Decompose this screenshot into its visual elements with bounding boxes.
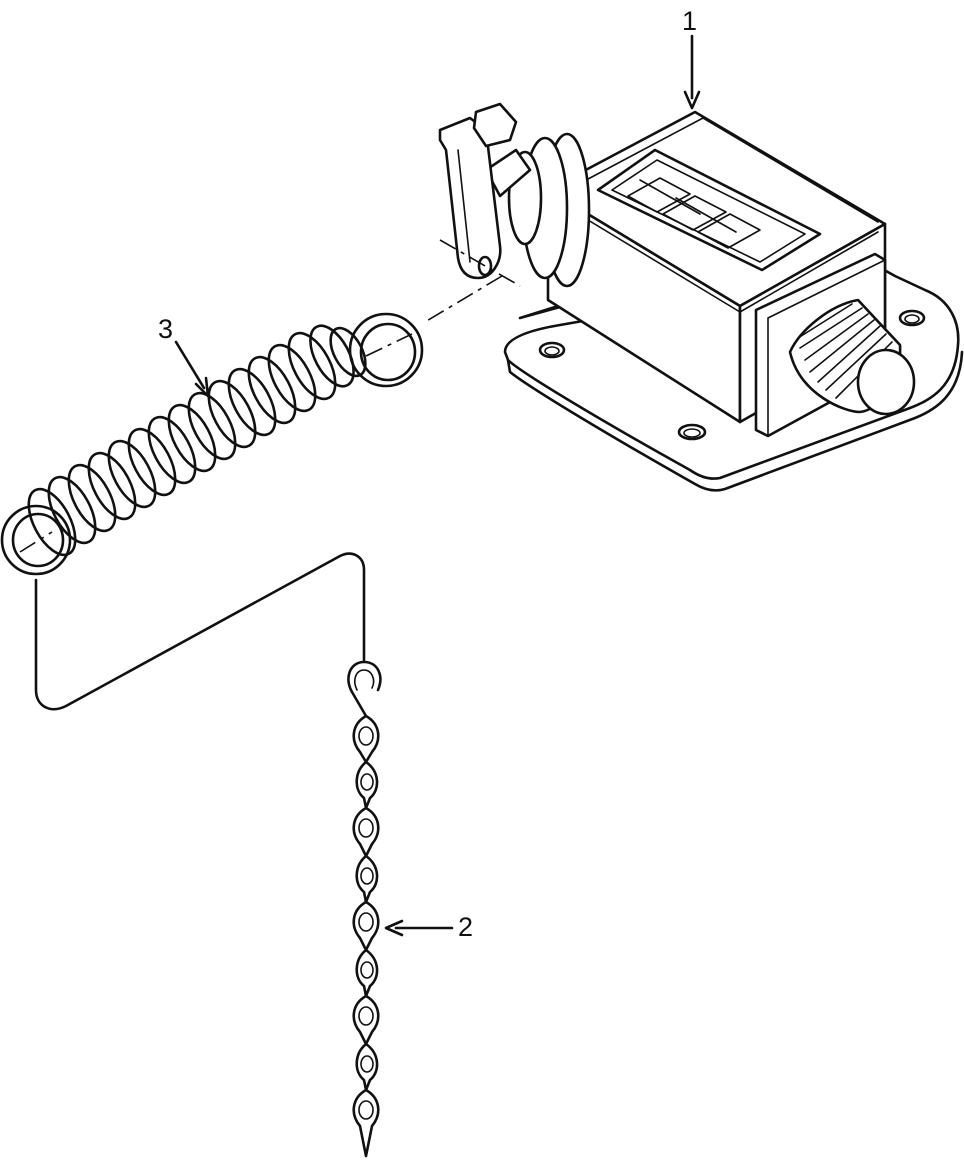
spring-centerline-right xyxy=(365,333,413,357)
callout-counter: 1 xyxy=(682,6,698,36)
mount-hole-left xyxy=(538,341,566,359)
counter-window xyxy=(596,148,822,272)
callout-spring: 3 xyxy=(158,314,174,344)
mount-hole-right xyxy=(898,309,926,327)
digit-wheel-1 xyxy=(627,177,691,213)
drive-lever xyxy=(438,102,591,288)
chain-link-inner-eyes xyxy=(358,726,374,1120)
chain-links xyxy=(352,714,380,1158)
digit-wheel-3 xyxy=(697,213,761,249)
lever-centerline xyxy=(439,239,521,287)
leader-arrow-2 xyxy=(384,919,404,937)
callout-chain: 2 xyxy=(458,912,474,942)
assembly-centerline-counter xyxy=(424,275,503,323)
leader-arrow-3 xyxy=(194,376,210,398)
leader-line-3 xyxy=(174,340,206,390)
spring xyxy=(0,312,424,576)
mount-hole-front xyxy=(677,423,707,441)
spring-centerline-left xyxy=(19,531,53,553)
counter-assembly xyxy=(424,34,964,492)
assembly-connector-line xyxy=(34,552,366,711)
counter-base-edge xyxy=(506,350,964,492)
leader-arrow-1 xyxy=(683,90,701,110)
spring-coils xyxy=(27,324,367,557)
bead-chain xyxy=(347,660,454,1158)
chain-hook xyxy=(347,660,382,718)
reset-knob xyxy=(788,298,916,416)
